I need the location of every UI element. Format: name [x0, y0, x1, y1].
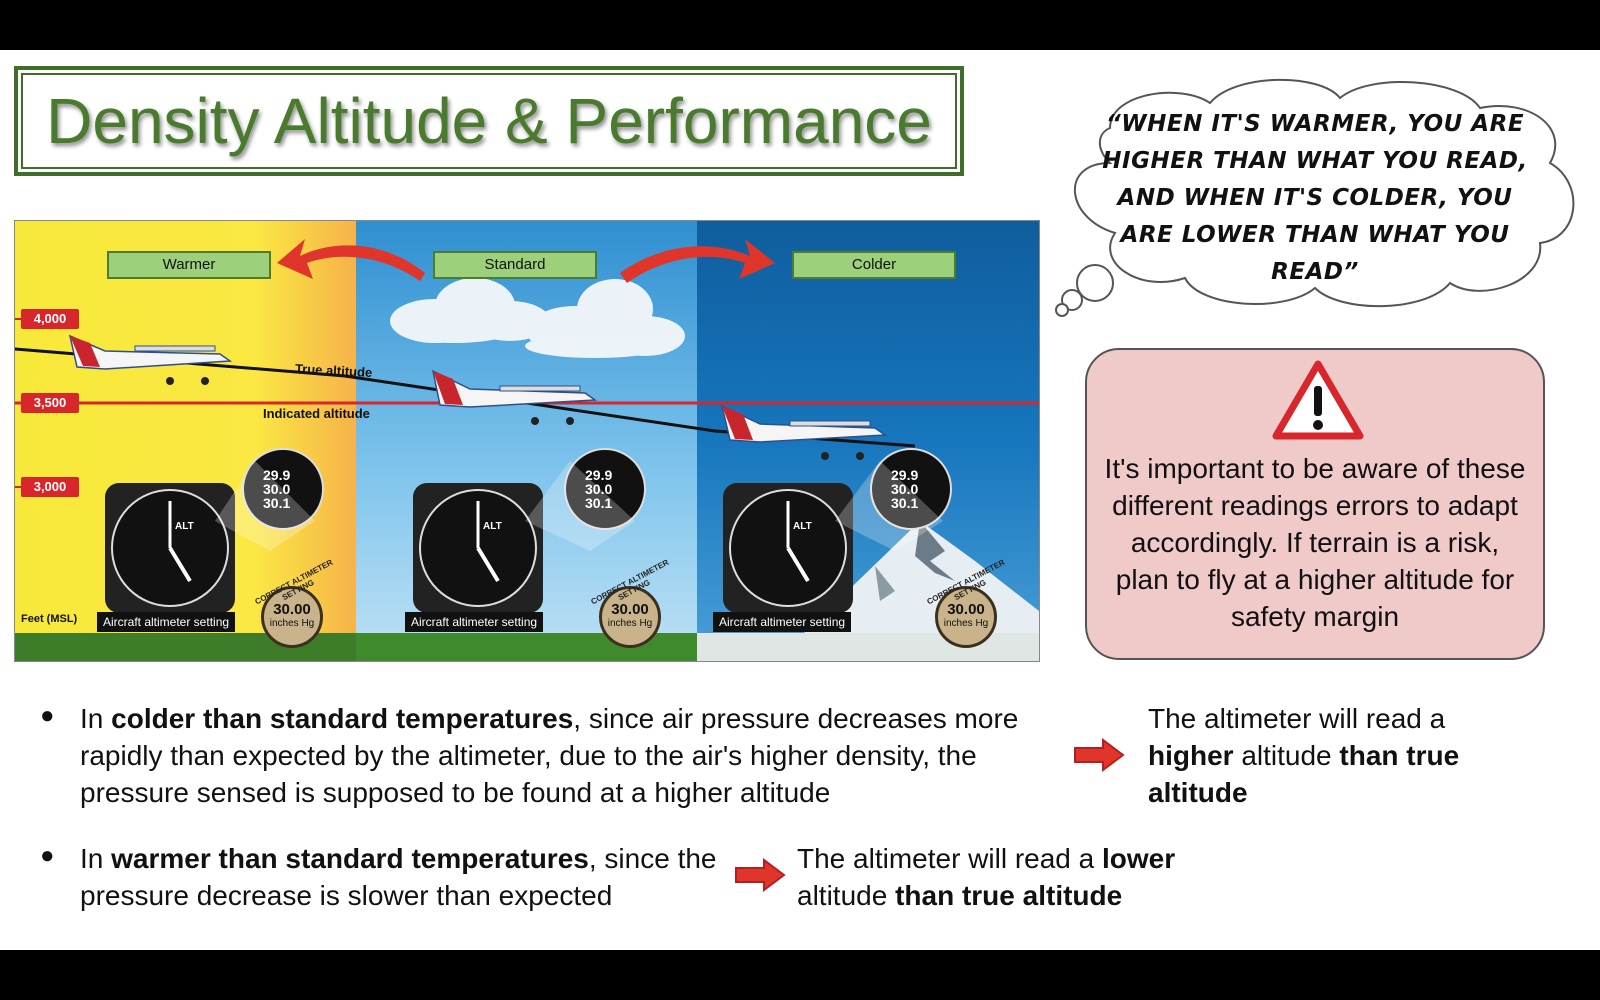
feet-msl-label: Feet (MSL) — [21, 613, 78, 625]
warning-icon — [1272, 360, 1364, 440]
altitude-tag-3500: 3,500 — [21, 393, 79, 413]
bullet-dot: ● — [40, 842, 55, 869]
title-box: Density Altitude & Performance — [14, 66, 964, 176]
altimeter-setting-label: Aircraft altimeter setting — [405, 612, 544, 632]
altitude-tag-3000: 3,000 — [21, 477, 79, 497]
arrow-right-icon — [620, 239, 775, 283]
altimeter-gauge-icon — [723, 448, 952, 613]
airplane-icon — [720, 404, 888, 460]
diagram-graphics — [15, 239, 1039, 661]
altimeter-gauge-icon — [413, 448, 646, 613]
arrow-right-icon — [735, 858, 786, 892]
alt-label: ALT — [483, 521, 502, 532]
label-colder: Colder — [792, 251, 956, 279]
alt-label: ALT — [793, 521, 812, 532]
label-standard: Standard — [433, 251, 597, 279]
bullet-dot: ● — [40, 702, 55, 729]
arrow-right-icon — [1074, 738, 1125, 772]
thought-bubble-text: “WHEN IT'S WARMER, YOU ARE HIGHER THAN W… — [1102, 111, 1528, 285]
cloud-icon — [390, 278, 685, 358]
bullet-warmer: In warmer than standard temperatures, si… — [80, 843, 717, 911]
slide: Density Altitude & Performance — [0, 50, 1600, 950]
indicated-altitude-label: Indicated altitude — [263, 406, 370, 421]
label-warmer: Warmer — [107, 251, 271, 279]
bullet-colder: In colder than standard temperatures, si… — [80, 703, 1019, 808]
warning-text: It's important to be aware of these diff… — [1104, 453, 1526, 632]
thought-bubble-icon — [1055, 78, 1575, 317]
airplane-icon — [68, 334, 233, 385]
alt-label: ALT — [175, 521, 194, 532]
altimeter-gauge-icon — [105, 448, 324, 613]
density-altitude-diagram: Warmer Standard Colder 4,000 3,500 3,000… — [14, 220, 1040, 662]
result-colder: The altimeter will read a higher altitud… — [1148, 703, 1460, 808]
page-title: Density Altitude & Performance — [46, 85, 932, 157]
altitude-tag-4000: 4,000 — [21, 309, 79, 329]
warning-box: It's important to be aware of these diff… — [1085, 348, 1545, 660]
altimeter-setting-label: Aircraft altimeter setting — [713, 612, 852, 632]
arrow-left-icon — [277, 239, 425, 281]
trees-icon — [15, 633, 1039, 661]
result-warmer: The altimeter will read a lower altitude… — [797, 843, 1176, 911]
airplane-icon — [431, 369, 598, 425]
altimeter-setting-label: Aircraft altimeter setting — [97, 612, 236, 632]
